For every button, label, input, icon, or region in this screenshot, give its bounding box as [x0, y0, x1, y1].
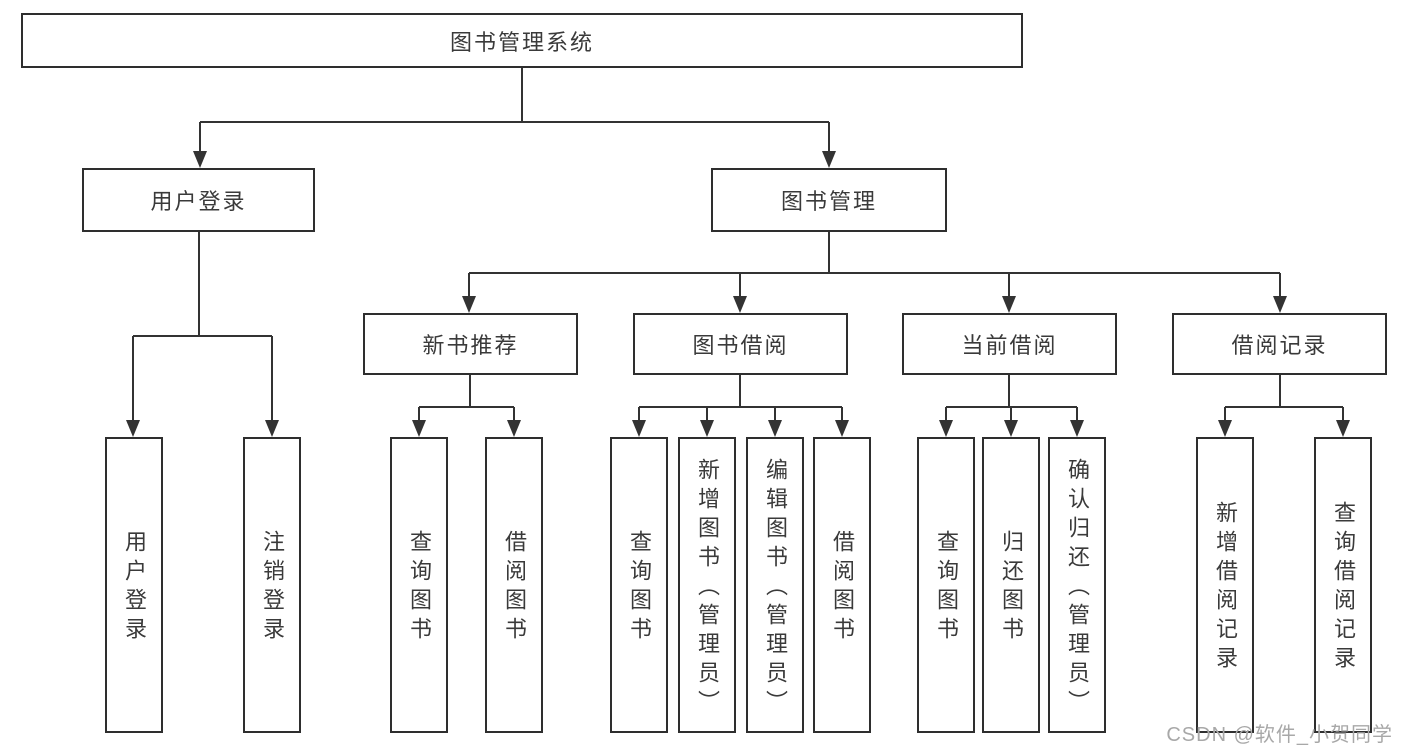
- edge-records-to-leaves: [1224, 375, 1344, 421]
- edge-root-to-level2: [199, 68, 830, 152]
- node-book-borrowing: 图书借阅: [633, 313, 848, 375]
- leaf-borrow-books-recommend: 借阅图书: [485, 437, 543, 733]
- edge-current-to-leaves: [945, 375, 1078, 421]
- node-book-management: 图书管理: [711, 168, 947, 232]
- arrowheads: [126, 151, 1350, 437]
- leaf-logout: 注销登录: [243, 437, 301, 733]
- leaf-query-books-recommend: 查询图书: [390, 437, 448, 733]
- leaf-user-login: 用户登录: [105, 437, 163, 733]
- node-current-borrowing: 当前借阅: [902, 313, 1117, 375]
- edge-borrow-to-leaves: [638, 375, 843, 421]
- leaf-return-books: 归还图书: [982, 437, 1040, 733]
- leaf-query-books-borrowing: 查询图书: [610, 437, 668, 733]
- node-new-book-recommend: 新书推荐: [363, 313, 578, 375]
- leaf-add-books-admin: 新增图书（管理员）: [678, 437, 736, 733]
- leaf-confirm-return-admin: 确认归还（管理员）: [1048, 437, 1106, 733]
- csdn-watermark: CSDN @软件_小贺同学: [1166, 724, 1393, 746]
- edge-userlogin-to-leaves: [132, 232, 273, 421]
- leaf-borrow-books-borrowing: 借阅图书: [813, 437, 871, 733]
- node-user-login: 用户登录: [82, 168, 315, 232]
- leaf-query-books-current: 查询图书: [917, 437, 975, 733]
- leaf-edit-books-admin: 编辑图书（管理员）: [746, 437, 804, 733]
- node-root-title: 图书管理系统: [21, 13, 1023, 68]
- edge-bookmgmt-to-level3: [468, 232, 1281, 297]
- leaf-add-borrow-record: 新增借阅记录: [1196, 437, 1254, 733]
- node-borrowing-records: 借阅记录: [1172, 313, 1387, 375]
- leaf-query-borrow-record: 查询借阅记录: [1314, 437, 1372, 733]
- edge-newbook-to-leaves: [418, 375, 515, 421]
